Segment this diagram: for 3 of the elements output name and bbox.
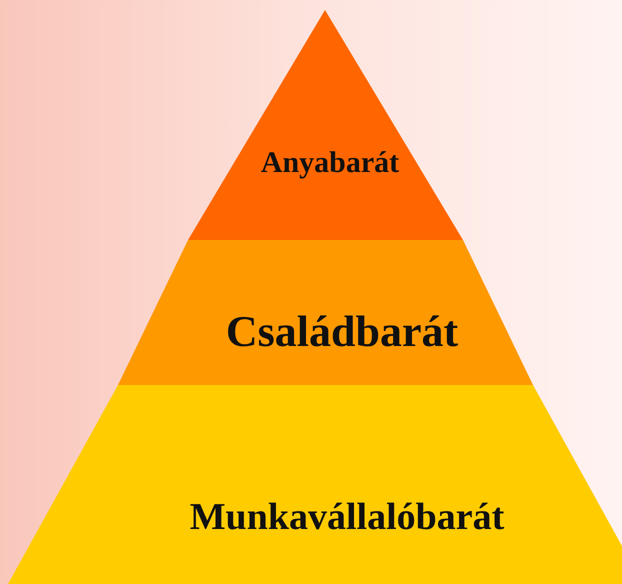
level-label: Munkavállalóbarát: [190, 498, 504, 536]
level-label: Anyabarát: [260, 148, 400, 178]
level-label: Családbarát: [226, 310, 458, 354]
